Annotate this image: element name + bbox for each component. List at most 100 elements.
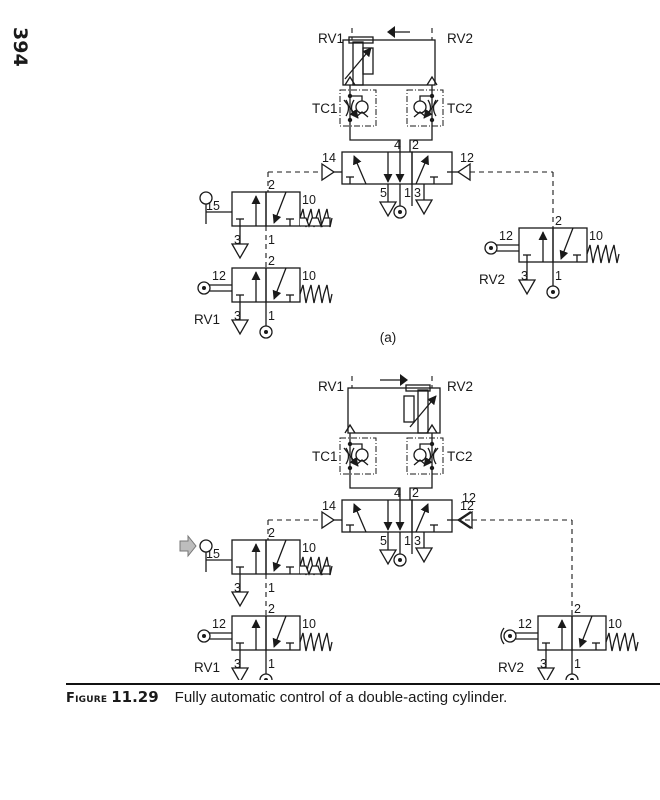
- port-label-3: 3: [234, 309, 241, 323]
- cylinder-label-right: RV2: [447, 379, 473, 394]
- valve-envelope-right: [265, 267, 301, 303]
- port-label-2: 2: [412, 486, 419, 500]
- panel-label: (a): [380, 330, 397, 345]
- cylinder-port-icon: [426, 75, 438, 86]
- exhaust-3-icon: [230, 319, 250, 336]
- exhaust-3-icon: [230, 243, 250, 260]
- flow-arrow-diagonal: [559, 227, 574, 260]
- junction-dot: [347, 117, 353, 123]
- port-label-2: 2: [574, 602, 581, 616]
- flow-control-valve-tc1: TC1: [312, 433, 377, 484]
- cushion: [403, 395, 415, 423]
- valve-envelope-left: [518, 227, 554, 263]
- flow-control-envelope: [339, 437, 377, 475]
- flow-arrow-diagonal: [578, 615, 593, 648]
- flow-control-label: TC1: [312, 449, 338, 464]
- valve-envelope-left: [341, 151, 413, 185]
- port-label-1: 1: [268, 657, 275, 671]
- port-label-12: 12: [460, 499, 474, 513]
- pipe-to-port-2: [409, 136, 433, 152]
- pressure-source-icon: [259, 673, 273, 680]
- piston-rod-cap: [348, 36, 374, 44]
- limit-valve-label: RV2: [479, 272, 505, 287]
- bypass-line: [419, 443, 432, 449]
- junction-dot: [429, 465, 435, 471]
- push-button-icon: [199, 539, 213, 553]
- port-label-2: 2: [268, 602, 275, 616]
- pressure-source-icon-dot: [264, 678, 268, 680]
- limit-valve-label: RV1: [194, 312, 220, 327]
- port-label-10: 10: [302, 193, 316, 207]
- port-label-12-remote: 12: [462, 491, 476, 505]
- pressure-source-icon-dot: [551, 290, 555, 294]
- flow-control-label: TC1: [312, 101, 338, 116]
- bypass-line: [350, 95, 363, 101]
- adjust-arrow: [343, 99, 359, 119]
- port-label-4: 4: [394, 138, 401, 152]
- exhaust-5-icon: [378, 549, 398, 566]
- flow-control-label: TC2: [447, 101, 473, 116]
- port-label-12: 12: [212, 269, 226, 283]
- port-label-2: 2: [268, 178, 275, 192]
- pressure-source-icon-dot: [570, 678, 574, 680]
- figure-number: 11.29: [111, 688, 159, 706]
- check-seat: [355, 459, 369, 466]
- port-label-1: 1: [555, 269, 562, 283]
- pressure-source-icon-dot: [398, 558, 402, 562]
- flow-control-envelope: [339, 89, 377, 127]
- flow-arrow-diagonal: [353, 155, 367, 185]
- cylinder-label-right: RV2: [447, 31, 473, 46]
- limit-valve-label: RV1: [194, 660, 220, 675]
- flow-arrow-diagonal: [272, 539, 287, 572]
- valve-envelope-left: [341, 499, 413, 533]
- port-label-3: 3: [234, 581, 241, 595]
- flow-arrow-diagonal: [415, 503, 429, 533]
- exhaust-3-icon: [536, 667, 556, 680]
- port-label-10: 10: [589, 229, 603, 243]
- port-label-3: 3: [521, 269, 528, 283]
- port-label-3: 3: [234, 233, 241, 247]
- port-label-3: 3: [540, 657, 547, 671]
- port-label-1: 1: [268, 309, 275, 323]
- caption-rule: [66, 683, 660, 685]
- roller-lever-icon-dot: [508, 634, 512, 638]
- pilot-14-icon: [321, 510, 336, 530]
- port-label-3: 3: [414, 534, 421, 548]
- exhaust-3-icon: [230, 591, 250, 608]
- adjustable-cushion-arrow: [409, 395, 437, 428]
- flow-arrow-diagonal: [272, 267, 287, 300]
- port-label-14: 14: [322, 499, 336, 513]
- pilot-12-icon: [456, 162, 471, 182]
- pressure-source-icon: [565, 673, 579, 680]
- flow-arrow-diagonal: [415, 155, 429, 185]
- cylinder-port-icon: [344, 423, 356, 434]
- port-label-12: 12: [499, 229, 513, 243]
- port-label-12: 12: [518, 617, 532, 631]
- pipe-to-port-4: [349, 136, 401, 152]
- valve-envelope-left: [231, 191, 267, 227]
- motion-arrow-left-icon: [387, 26, 395, 38]
- pilot-14-icon: [321, 162, 336, 182]
- pipe-to-port-2: [409, 484, 433, 500]
- valve-envelope-left: [231, 615, 267, 651]
- press-signal-arrow-icon: [179, 534, 197, 558]
- exhaust-5-icon: [378, 201, 398, 218]
- junction-dot: [429, 117, 435, 123]
- adjustable-cushion-arrow: [344, 47, 372, 80]
- pressure-source-icon-dot: [264, 330, 268, 334]
- exhaust-3-icon: [517, 279, 537, 296]
- exhaust-3-icon: [230, 667, 250, 680]
- port-label-1: 1: [574, 657, 581, 671]
- piston-rod-cap: [405, 384, 431, 392]
- flow-control-envelope: [406, 89, 444, 127]
- pressure-source-icon: [259, 325, 273, 339]
- pressure-source-icon: [546, 285, 560, 299]
- return-spring-icon: [586, 244, 620, 264]
